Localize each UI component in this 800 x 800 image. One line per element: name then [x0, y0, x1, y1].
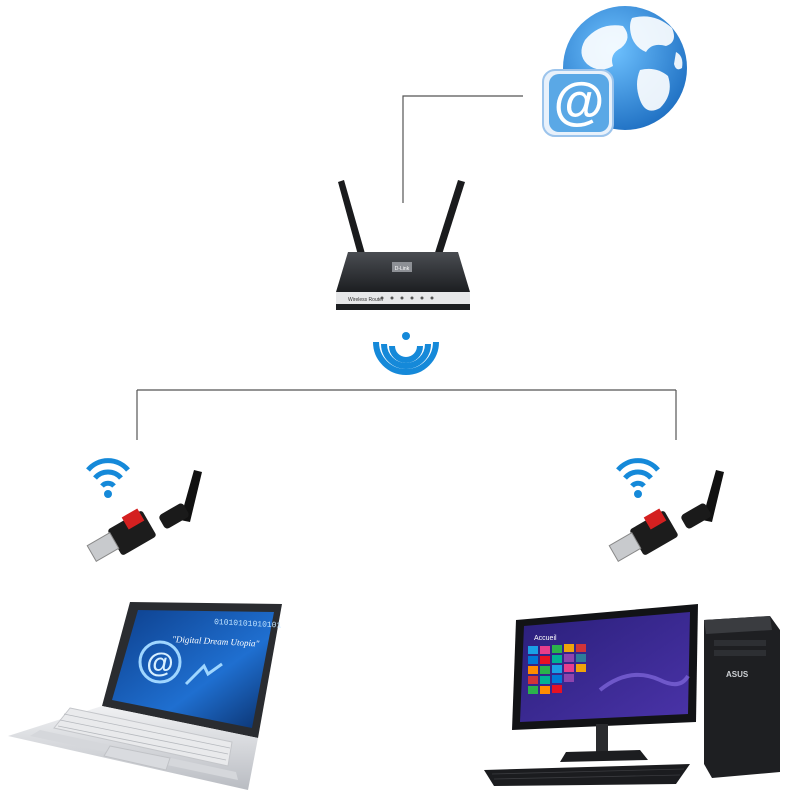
connection-lines [136, 95, 677, 440]
usb-wifi-adapter-icon-left [86, 470, 202, 562]
laptop-slogan: "Digital Dream Utopia" [172, 634, 260, 649]
wifi-signal-icon-right [616, 458, 660, 498]
svg-text:@: @ [146, 647, 173, 678]
usb-wifi-adapter-icon-right [608, 470, 724, 562]
router-wifi-signal-icon [373, 332, 439, 375]
svg-text:@: @ [554, 73, 605, 131]
wireless-router-icon: D-Link Wireless Router [336, 180, 470, 310]
wifi-signal-icon-left [86, 458, 130, 498]
desktop-pc-icon: Accueil [484, 604, 780, 786]
desktop-start-label: Accueil [534, 635, 557, 642]
edge-internet-router [402, 95, 523, 203]
pc-case-brand: ASUS [726, 670, 749, 679]
laptop-binary-text: 01010101010101 [214, 618, 282, 631]
globe-email-icon: @ [542, 6, 687, 137]
router-model: Wireless Router [348, 297, 384, 303]
router-brand: D-Link [395, 266, 410, 272]
laptop-icon: 01010101010101 "Digital Dream Utopia" @ [8, 602, 282, 790]
start-screen-tiles [528, 644, 586, 694]
